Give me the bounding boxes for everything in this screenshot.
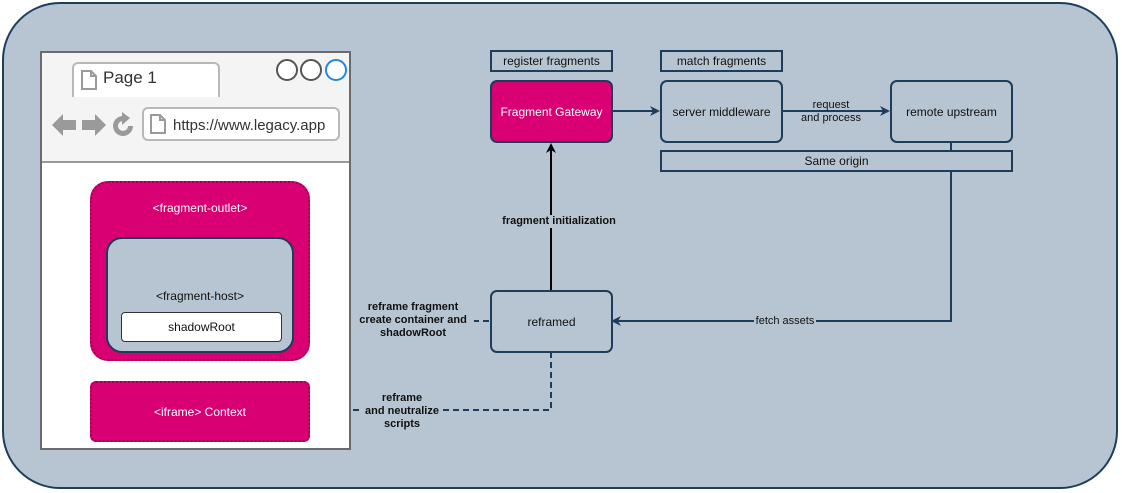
request-process-label: request and process xyxy=(795,99,867,125)
window-minimize-icon[interactable] xyxy=(276,59,298,81)
reframe-fragment-text-2: create container and xyxy=(359,314,467,326)
reframe-fragment-text-1: reframe fragment xyxy=(367,301,459,313)
and-process-text: and process xyxy=(801,112,861,124)
address-bar[interactable] xyxy=(142,107,340,141)
request-text: request xyxy=(812,99,850,111)
iframe-context: <iframe> Context xyxy=(90,381,310,442)
reframed-node: reframed xyxy=(490,290,613,353)
reload-icon[interactable] xyxy=(113,112,133,136)
same-origin-label: Same origin xyxy=(660,150,1013,172)
fragment-gateway-label: Fragment Gateway xyxy=(500,104,603,119)
reframe-fragment-label: reframe fragment create container and sh… xyxy=(352,301,474,340)
window-maximize-icon[interactable] xyxy=(300,59,322,81)
fragment-initialization-label: fragment initialization xyxy=(497,215,621,228)
match-fragments-text: match fragments xyxy=(676,54,767,68)
fragment-outlet-label: <fragment-outlet> xyxy=(152,201,248,215)
iframe-context-label: <iframe> Context xyxy=(153,404,247,419)
page-icon xyxy=(81,70,97,90)
fetch-assets-label: fetch assets xyxy=(754,315,816,328)
remote-upstream-node: remote upstream xyxy=(890,80,1013,143)
url-text: https://www.legacy.app xyxy=(173,117,326,134)
fragment-gateway-node: Fragment Gateway xyxy=(490,80,613,143)
tab-title: Page 1 xyxy=(103,68,157,87)
remote-upstream-label: remote upstream xyxy=(906,104,997,119)
reframed-label: reframed xyxy=(527,314,576,329)
forward-arrow-icon[interactable] xyxy=(82,114,106,136)
register-fragments-text: register fragments xyxy=(503,54,600,68)
server-middleware-node: server middleware xyxy=(660,80,783,143)
browser-tab[interactable] xyxy=(72,62,220,97)
match-fragments-label: match fragments xyxy=(660,50,783,72)
fragment-host-label: <fragment-host> xyxy=(155,289,245,303)
fragment-initialization-text: fragment initialization xyxy=(502,215,616,227)
fetch-assets-text: fetch assets xyxy=(755,315,815,327)
reframe-fragment-text-3: shadowRoot xyxy=(380,327,446,339)
window-close-icon[interactable] xyxy=(325,59,347,81)
shadow-root-label: shadowRoot xyxy=(168,320,235,334)
reframe-neutralize-label: reframe and neutralize scripts xyxy=(362,392,442,431)
page-icon xyxy=(150,114,166,134)
same-origin-text: Same origin xyxy=(804,154,869,168)
register-fragments-label: register fragments xyxy=(490,50,613,72)
reframe-neutralize-text-3: scripts xyxy=(383,418,421,430)
back-arrow-icon[interactable] xyxy=(52,114,76,136)
nav-buttons xyxy=(52,112,133,136)
reframe-neutralize-text-1: reframe xyxy=(381,392,423,404)
shadow-root: shadowRoot xyxy=(121,312,282,342)
reframe-neutralize-text-2: and neutralize xyxy=(365,405,439,417)
server-middleware-label: server middleware xyxy=(672,104,771,119)
edge-upstream-to-reframed xyxy=(611,143,952,326)
